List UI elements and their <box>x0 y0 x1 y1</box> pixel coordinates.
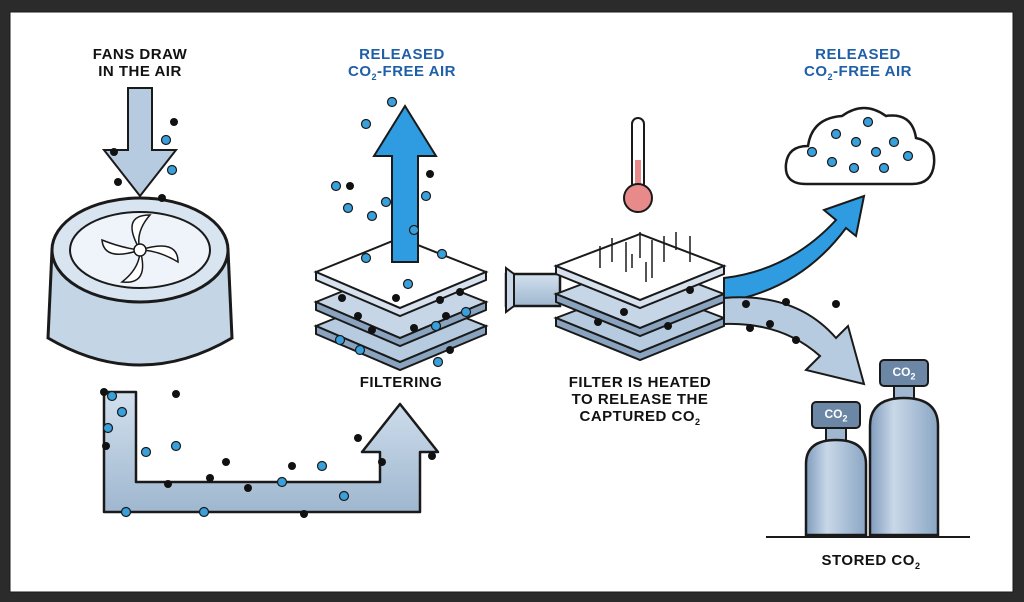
released-air-1-line1: RELEASED <box>359 46 445 63</box>
filter-heated-co: CAPTURED CO <box>579 408 695 425</box>
co2-particles <box>100 118 840 518</box>
fan-icon <box>46 196 234 367</box>
released-air-label-1: RELEASED CO2-FREE AIR <box>322 46 482 86</box>
tank-large-co: CO <box>892 365 911 379</box>
tank-small-sub: 2 <box>842 413 848 424</box>
filter-heated-sub: 2 <box>695 417 701 427</box>
released-air-1-suffix: -FREE AIR <box>377 63 456 80</box>
cloud-icon <box>784 106 936 186</box>
fans-draw-line1: FANS DRAW <box>92 46 188 63</box>
thermometer-icon <box>623 117 653 213</box>
released-air-2-sub: 2 <box>827 72 834 82</box>
tank-large-co2-tag: CO2 <box>880 365 928 381</box>
stored-sub: 2 <box>914 561 921 571</box>
released-air-2-line2: CO2-FREE AIR <box>778 63 938 86</box>
tank-small-co2-tag: CO2 <box>812 407 860 423</box>
heated-filter-icon <box>553 232 727 362</box>
filter-heated-line1: FILTER IS HEATED <box>568 374 712 391</box>
stored-co2-label: STORED CO2 <box>796 552 946 575</box>
air-particles <box>102 96 914 518</box>
intake-arrow <box>101 87 179 198</box>
gas-tank-icon <box>804 401 868 537</box>
released-air-1-co: CO <box>348 63 372 80</box>
released-air-2-co: CO <box>804 63 828 80</box>
fans-draw-line2: IN THE AIR <box>98 63 182 80</box>
gas-tank-icon <box>868 359 940 537</box>
tank-large-sub: 2 <box>910 371 916 382</box>
fans-draw-label: FANS DRAW IN THE AIR <box>70 46 210 80</box>
released-air-label-2: RELEASED CO2-FREE AIR <box>778 46 938 86</box>
released-air-2-line1: RELEASED <box>815 46 901 63</box>
released-air-curve-arrow <box>723 194 866 304</box>
filter-heated-line2: TO RELEASE THE <box>571 391 709 408</box>
released-air-2-suffix: -FREE AIR <box>833 63 912 80</box>
tank-small-co: CO <box>824 407 843 421</box>
filter-heated-line3: CAPTURED CO2 <box>540 408 740 431</box>
released-air-1-line2: CO2-FREE AIR <box>322 63 482 86</box>
stored-co: STORED CO <box>821 552 915 569</box>
air-pipe <box>102 390 440 514</box>
filter-heated-label: FILTER IS HEATED TO RELEASE THE CAPTURED… <box>540 374 740 431</box>
released-air-arrow <box>372 104 438 263</box>
filtering-label: FILTERING <box>359 374 443 391</box>
captured-co2-curve-arrow <box>723 296 866 386</box>
released-air-1-sub: 2 <box>371 72 378 82</box>
